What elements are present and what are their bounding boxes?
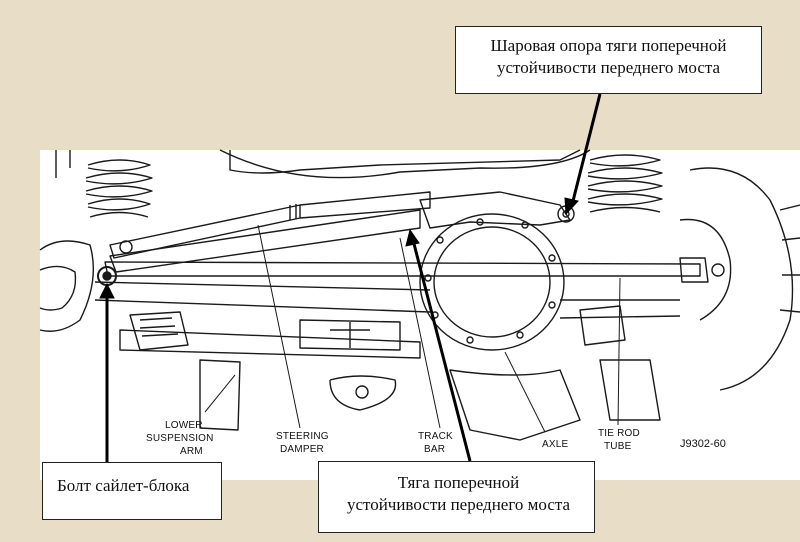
arrowhead-ball-joint: [564, 197, 579, 216]
label-steering-damper-1: STEERING: [276, 431, 329, 442]
arrow-ball-joint: [570, 93, 602, 206]
line-art: [39, 149, 800, 441]
arrowhead-track-bar: [405, 228, 420, 247]
label-lower-suspension-arm-1: LOWER: [165, 420, 203, 431]
label-steering-damper-2: DAMPER: [280, 444, 324, 455]
lower-suspension-arm-part: [119, 305, 626, 359]
label-track-bar-2: BAR: [424, 444, 445, 455]
axle-part: [94, 213, 681, 351]
label-track-bar-1: TRACK: [418, 431, 453, 442]
callout-track-bar-line1: Тяга поперечной: [397, 473, 520, 492]
arrow-track-bar: [411, 239, 472, 462]
drawing-area: [40, 150, 800, 480]
callout-ball-joint-line1: Шаровая опора тяги поперечной: [490, 36, 727, 55]
printed-labels: LOWER SUSPENSION ARM STEERING DAMPER TRA…: [146, 420, 726, 457]
callout-bushing-bolt: Болт сайлет-блока: [42, 462, 222, 520]
label-lower-suspension-arm-2: SUSPENSION: [146, 433, 214, 444]
label-axle: AXLE: [542, 439, 569, 450]
steering-damper-part: [109, 191, 431, 259]
label-tie-rod-tube-2: TUBE: [604, 441, 632, 452]
label-tie-rod-tube-1: TIE ROD: [598, 428, 640, 439]
callout-track-bar-line2: устойчивости переднего моста: [346, 495, 571, 514]
right-coil-spring: [587, 154, 663, 213]
left-coil-spring: [85, 159, 153, 218]
callout-track-bar: Тяга поперечной устойчивости переднего м…: [318, 461, 595, 533]
label-lower-suspension-arm-3: ARM: [180, 446, 203, 457]
callout-bushing-bolt-text: Болт сайлет-блока: [57, 476, 190, 495]
callout-arrows: [99, 93, 602, 462]
label-leaders: [204, 224, 621, 433]
callout-ball-joint-line2: устойчивости переднего моста: [496, 58, 721, 77]
figure-id: J9302-60: [680, 438, 726, 450]
arrowhead-bushing-bolt: [99, 282, 115, 299]
callout-ball-joint: Шаровая опора тяги поперечной устойчивос…: [455, 26, 762, 94]
